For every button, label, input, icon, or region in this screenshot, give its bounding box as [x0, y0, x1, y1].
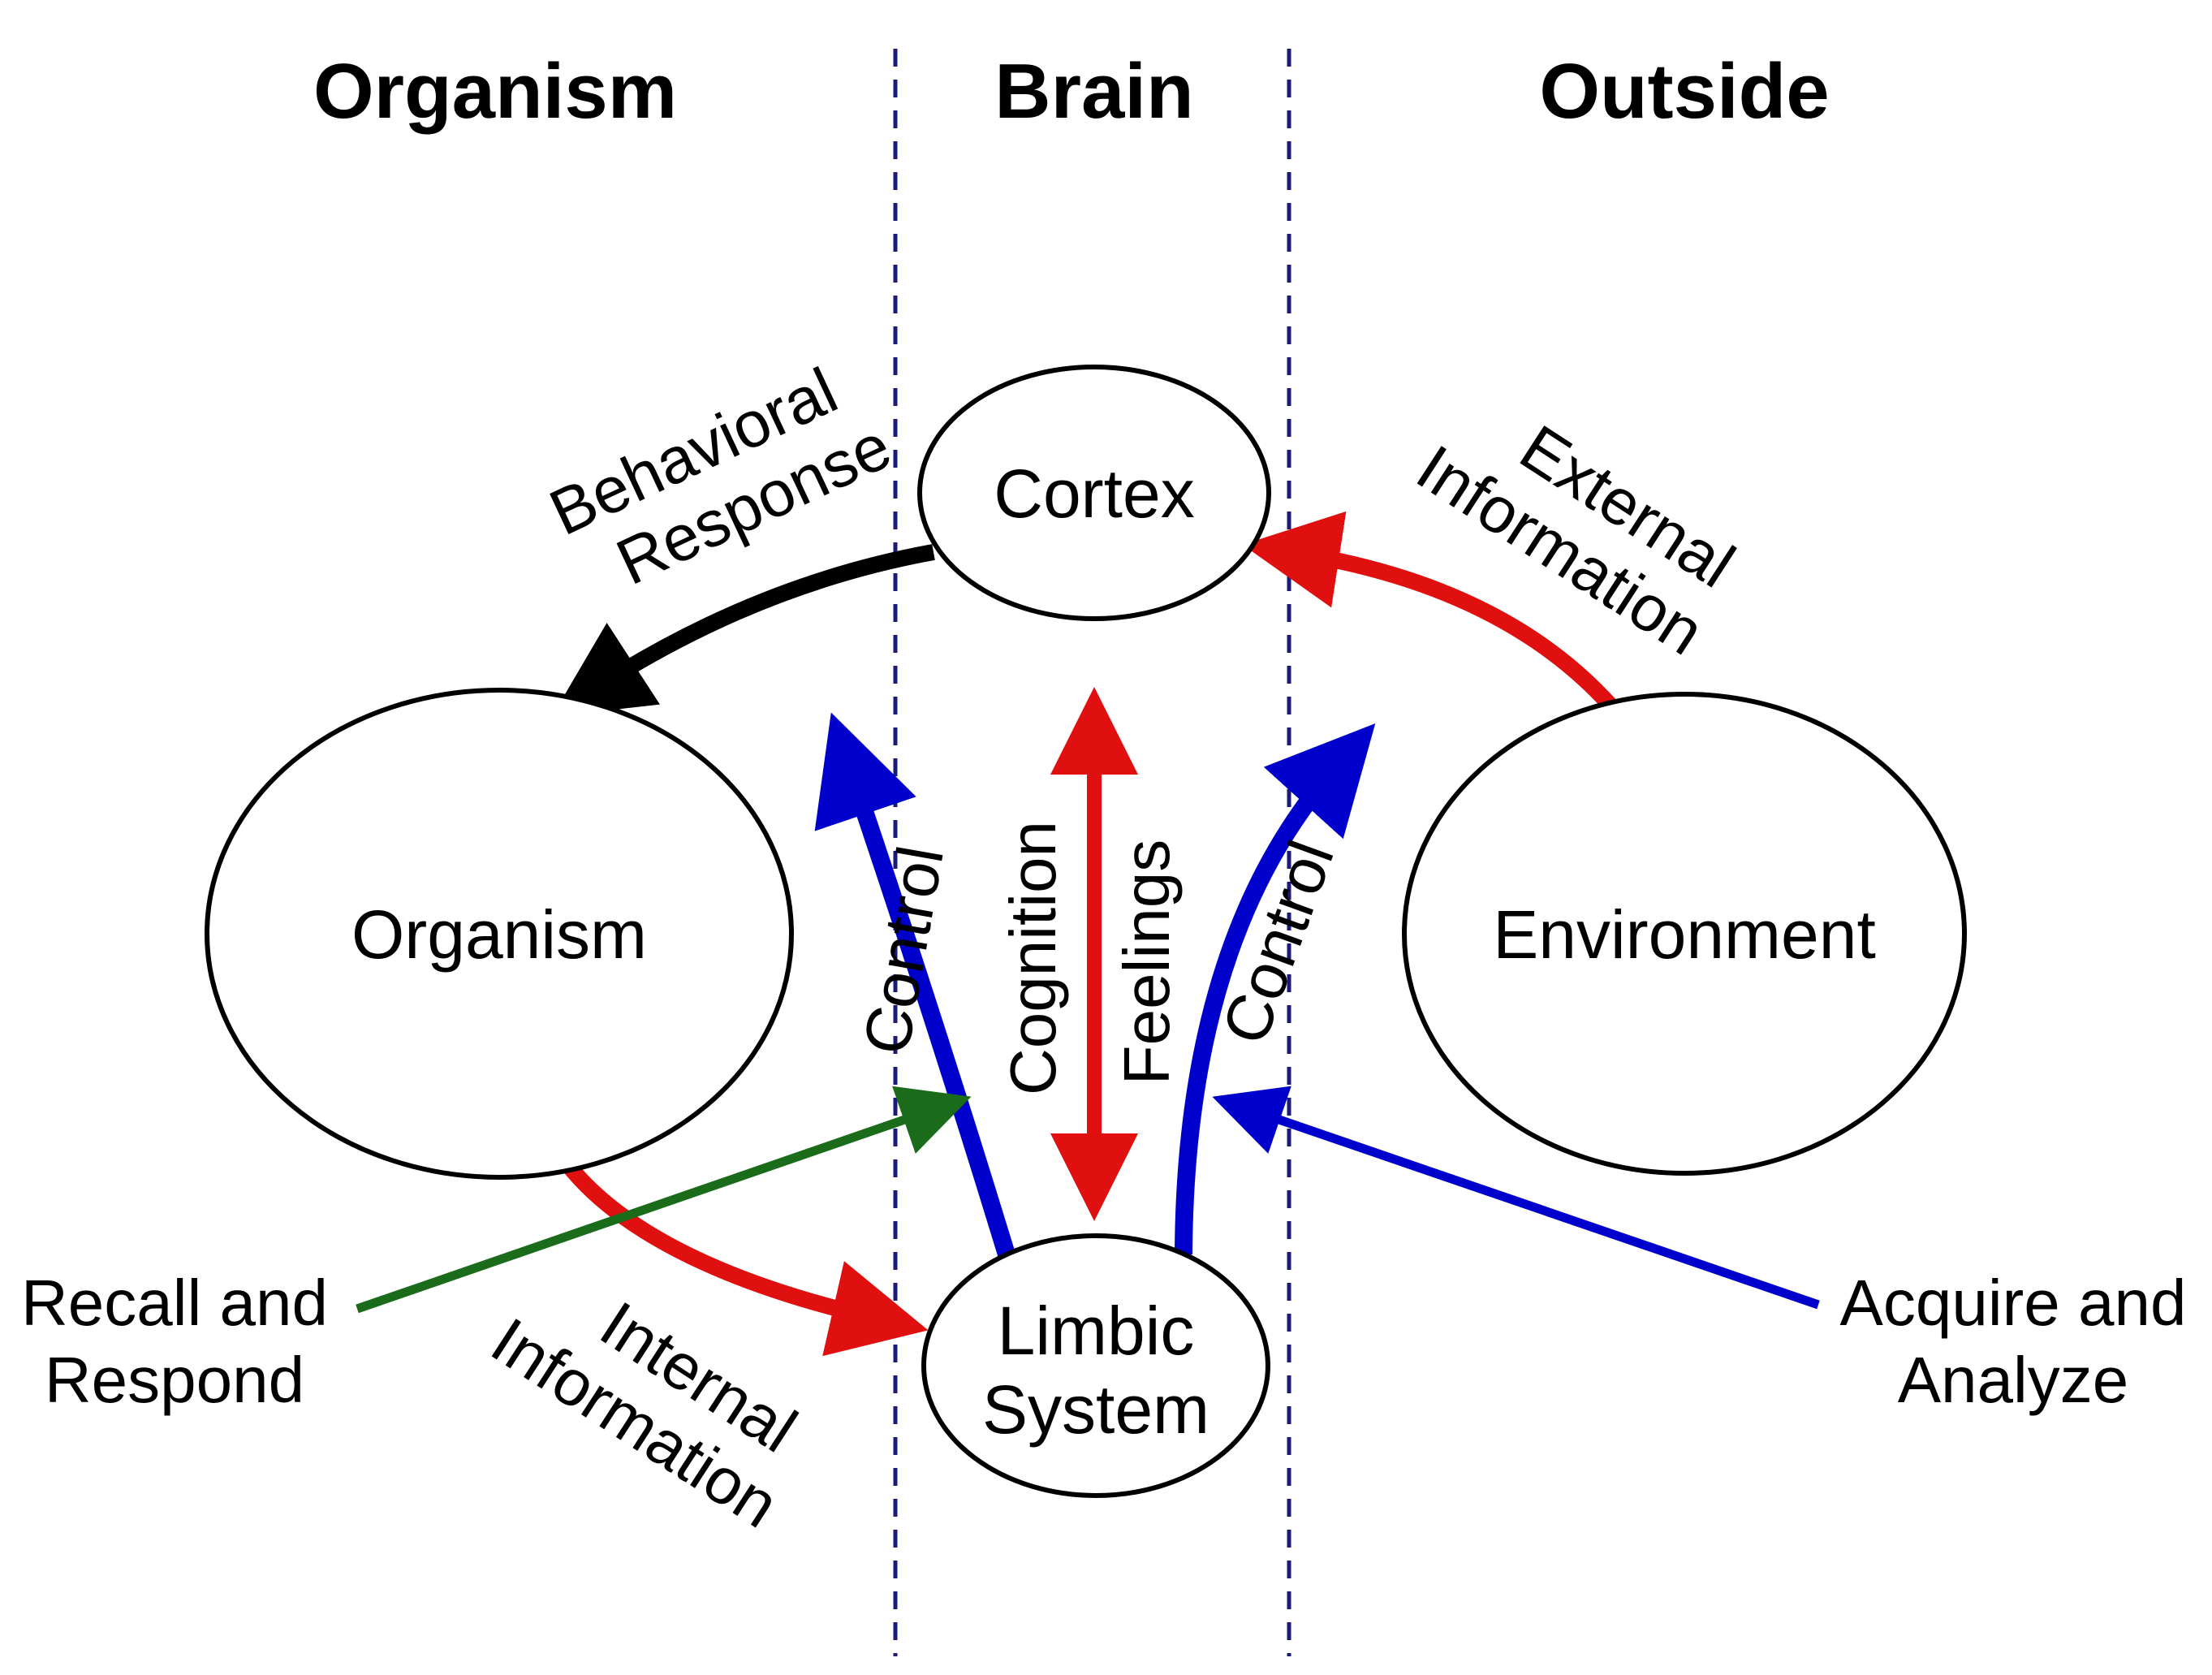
limbic-label-line1: Limbic: [998, 1293, 1195, 1369]
limbic-label-line2: System: [982, 1371, 1209, 1448]
organism-node: Organism: [205, 688, 794, 1180]
cortex-label: Cortex: [994, 455, 1194, 532]
recall-label-line2: Respond: [45, 1344, 304, 1416]
cognition-text: Cognition: [997, 821, 1069, 1095]
feelings-text: Feelings: [1110, 840, 1183, 1085]
recall-respond-label: Recall and Respond: [21, 1267, 328, 1416]
internal-information-arrow: [562, 1159, 929, 1357]
feelings-label: Feelings: [1110, 840, 1183, 1085]
header-brain: Brain: [994, 48, 1193, 135]
acquire-analyze-arrow: [1212, 1086, 1820, 1310]
acquire-label-line1: Acquire and: [1840, 1267, 2187, 1339]
header-organism: Organism: [313, 48, 677, 135]
environment-label: Environment: [1493, 896, 1876, 973]
behavioral-response-arrow: [551, 544, 935, 717]
organism-label: Organism: [351, 896, 647, 973]
cognition-label: Cognition: [997, 821, 1069, 1095]
acquire-analyze-label: Acquire and Analyze: [1840, 1267, 2187, 1416]
environment-node: Environment: [1402, 692, 1967, 1176]
control-right-arrow: [1175, 723, 1376, 1255]
external-information-arrow: [1242, 511, 1618, 712]
acquire-label-line2: Analyze: [1898, 1344, 2129, 1416]
recall-label-line1: Recall and: [21, 1267, 328, 1339]
header-outside: Outside: [1539, 48, 1829, 135]
recall-respond-arrow: [356, 1086, 972, 1314]
cortex-node: Cortex: [917, 365, 1271, 621]
external-information-label: External Information: [1404, 411, 1747, 668]
limbic-system-node: Limbic System: [921, 1233, 1270, 1498]
control-left-arrow: [814, 712, 1015, 1258]
